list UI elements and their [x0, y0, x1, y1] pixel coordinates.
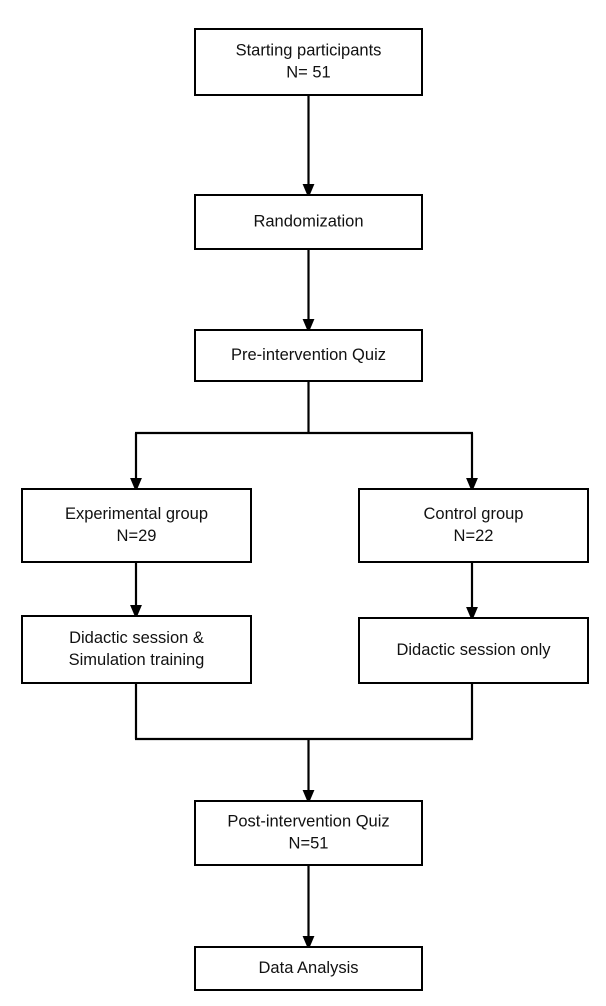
node-starting-participants: Starting participants N= 51 [194, 28, 423, 96]
node-label-didactic-session-and-simulation-training-line-1: Didactic session & [69, 629, 204, 647]
node-didactic-session-and-simulation-training: Didactic session & Simulation training [21, 615, 252, 684]
node-label-control-group-line-2: N=22 [454, 527, 494, 545]
node-box-didactic-session-and-simulation-training [21, 615, 252, 684]
node-box-data-analysis [194, 946, 423, 991]
node-box-starting-participants [194, 28, 423, 96]
node-box-experimental-group [21, 488, 252, 563]
node-label-starting-participants-line-1: Starting participants [236, 41, 382, 59]
node-data-analysis: Data Analysis [194, 946, 423, 991]
node-label-starting-participants-line-2: N= 51 [286, 63, 331, 81]
node-pre-intervention-quiz: Pre-intervention Quiz [194, 329, 423, 382]
node-randomization: Randomization [194, 194, 423, 250]
connector-layer [130, 95, 478, 951]
node-label-randomization-line-1: Randomization [253, 212, 363, 230]
node-layer: Starting participants N= 51 RandomizationP… [21, 28, 589, 991]
node-label-experimental-group-line-2: N=29 [117, 527, 157, 545]
node-label-data-analysis-line-1: Data Analysis [259, 959, 359, 977]
node-box-control-group [358, 488, 589, 563]
node-box-randomization [194, 194, 423, 250]
node-didactic-session-only: Didactic session only [358, 617, 589, 684]
node-box-post-intervention-quiz [194, 800, 423, 866]
node-label-post-intervention-quiz-line-2: N=51 [289, 834, 329, 852]
node-label-post-intervention-quiz-line-1: Post-intervention Quiz [227, 812, 389, 830]
node-label-control-group-line-1: Control group [424, 505, 524, 523]
node-label-didactic-session-only-line-1: Didactic session only [396, 641, 551, 659]
node-box-pre-intervention-quiz [194, 329, 423, 382]
node-label-pre-intervention-quiz-line-1: Pre-intervention Quiz [231, 346, 386, 364]
node-box-didactic-session-only [358, 617, 589, 684]
node-label-experimental-group-line-1: Experimental group [65, 505, 208, 523]
node-label-didactic-session-and-simulation-training-line-2: Simulation training [69, 651, 205, 669]
